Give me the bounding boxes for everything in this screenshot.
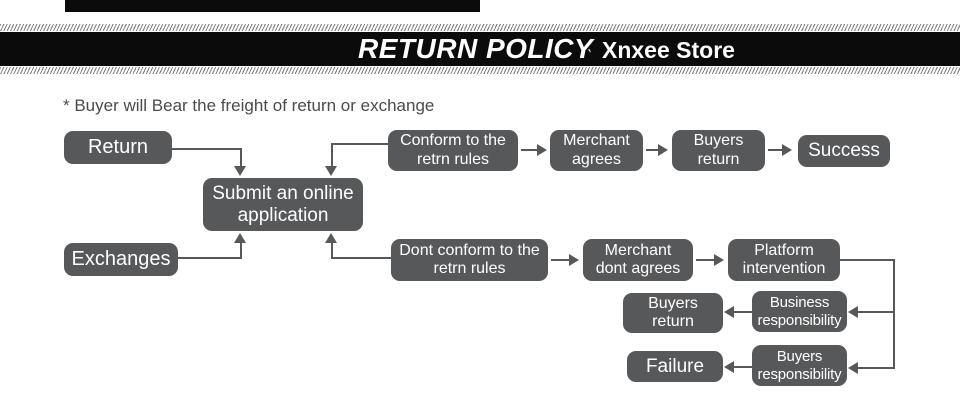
success-box-label: Success [808, 140, 880, 162]
merchant-dont-agrees-box: Merchant dont agrees [583, 239, 693, 281]
merchant-agrees-box: Merchant agrees [550, 130, 643, 171]
connector-row1-c [768, 149, 784, 151]
merchant-agrees-line1: Merchant [563, 132, 630, 150]
arrowhead-down-icon [234, 166, 246, 176]
buyers-return-mid-box: Buyers return [623, 293, 723, 333]
arrowhead-right-icon [658, 144, 668, 156]
arrowhead-right-icon [537, 144, 547, 156]
buyers-responsibility-box: Buyers responsibility [752, 345, 847, 386]
platform-line2: intervention [742, 260, 826, 277]
arrowhead-left-icon [724, 306, 734, 318]
buyers-resp-line2: responsibility [757, 365, 842, 383]
arrowhead-right-icon [714, 254, 724, 266]
connector-dont-conform-h [332, 257, 391, 259]
arrowhead-left-icon [848, 362, 858, 374]
connector-return-h [172, 148, 242, 150]
exchanges-box-label: Exchanges [71, 248, 171, 270]
connector-exchanges-h [178, 257, 242, 259]
submit-line2: application [237, 204, 329, 226]
connector-business-branch [858, 311, 895, 313]
top-left-black-bar [65, 0, 480, 12]
cutline-bottom [0, 67, 960, 74]
buyers-return-mid-line1: Buyers [648, 294, 698, 312]
conform-line2: retrn rules [416, 150, 490, 168]
platform-line1: Platform [754, 241, 814, 259]
conform-line1: Conform to the [400, 132, 506, 150]
arrowhead-right-icon [569, 254, 579, 266]
buyers-return-top-line1: Buyers [693, 132, 744, 150]
conform-rules-box: Conform to the retrn rules [388, 130, 518, 171]
business-resp-line1: Business [769, 294, 830, 312]
connector-dont-conform-v [331, 243, 333, 259]
dont-conform-line1: Dont conform to the [399, 241, 540, 259]
cutline-top [0, 24, 960, 31]
exchanges-box: Exchanges [64, 243, 178, 276]
return-box: Return [64, 131, 172, 164]
buyers-return-top-box: Buyers return [672, 130, 765, 171]
failure-box: Failure [627, 351, 723, 382]
merchant-dont-line2: dont agrees [595, 260, 681, 277]
connector-conform-h [332, 143, 388, 145]
arrowhead-up-icon [234, 233, 246, 243]
arrowhead-left-icon [724, 361, 734, 373]
submit-application-box: Submit an online application [203, 178, 363, 231]
connector-platform-h [840, 259, 895, 261]
page-title: RETURN POLICY [358, 33, 594, 64]
arrowhead-down-icon [325, 166, 337, 176]
failure-box-label: Failure [645, 355, 705, 377]
connector-row1-a [521, 149, 539, 151]
store-name: Xnxee Store [602, 37, 735, 63]
business-responsibility-box: Business responsibility [752, 291, 847, 332]
freight-note: * Buyer will Bear the freight of return … [63, 96, 435, 115]
connector-row2-b [696, 259, 716, 261]
connector-row1-b [646, 149, 660, 151]
merchant-agrees-line2: agrees [572, 150, 621, 168]
connector-return-v [240, 148, 242, 168]
dont-conform-line2: retrn rules [433, 260, 506, 277]
connector-platform-v [893, 259, 895, 369]
connector-exchanges-v [240, 243, 242, 259]
buyers-return-top-line2: return [697, 150, 740, 168]
merchant-dont-line1: Merchant [604, 241, 672, 259]
connector-buyers-resp-branch [858, 367, 895, 369]
buyers-resp-line1: Buyers [776, 348, 823, 366]
connector-resp-to-failure [734, 366, 752, 368]
return-box-label: Return [87, 136, 149, 158]
success-box: Success [798, 135, 890, 167]
arrowhead-left-icon [848, 306, 858, 318]
title-banner: RETURN POLICY ` Xnxee Store [0, 32, 960, 66]
business-resp-line2: responsibility [757, 311, 842, 329]
connector-conform-v [331, 143, 333, 166]
platform-intervention-box: Platform intervention [728, 239, 840, 281]
dont-conform-rules-box: Dont conform to the retrn rules [391, 239, 548, 281]
buyers-return-mid-line2: return [652, 313, 694, 330]
connector-row2-a [551, 259, 571, 261]
submit-line1: Submit an online [212, 182, 354, 204]
arrowhead-right-icon [782, 144, 792, 156]
arrowhead-up-icon [325, 233, 337, 243]
connector-business-to-return [734, 311, 752, 313]
